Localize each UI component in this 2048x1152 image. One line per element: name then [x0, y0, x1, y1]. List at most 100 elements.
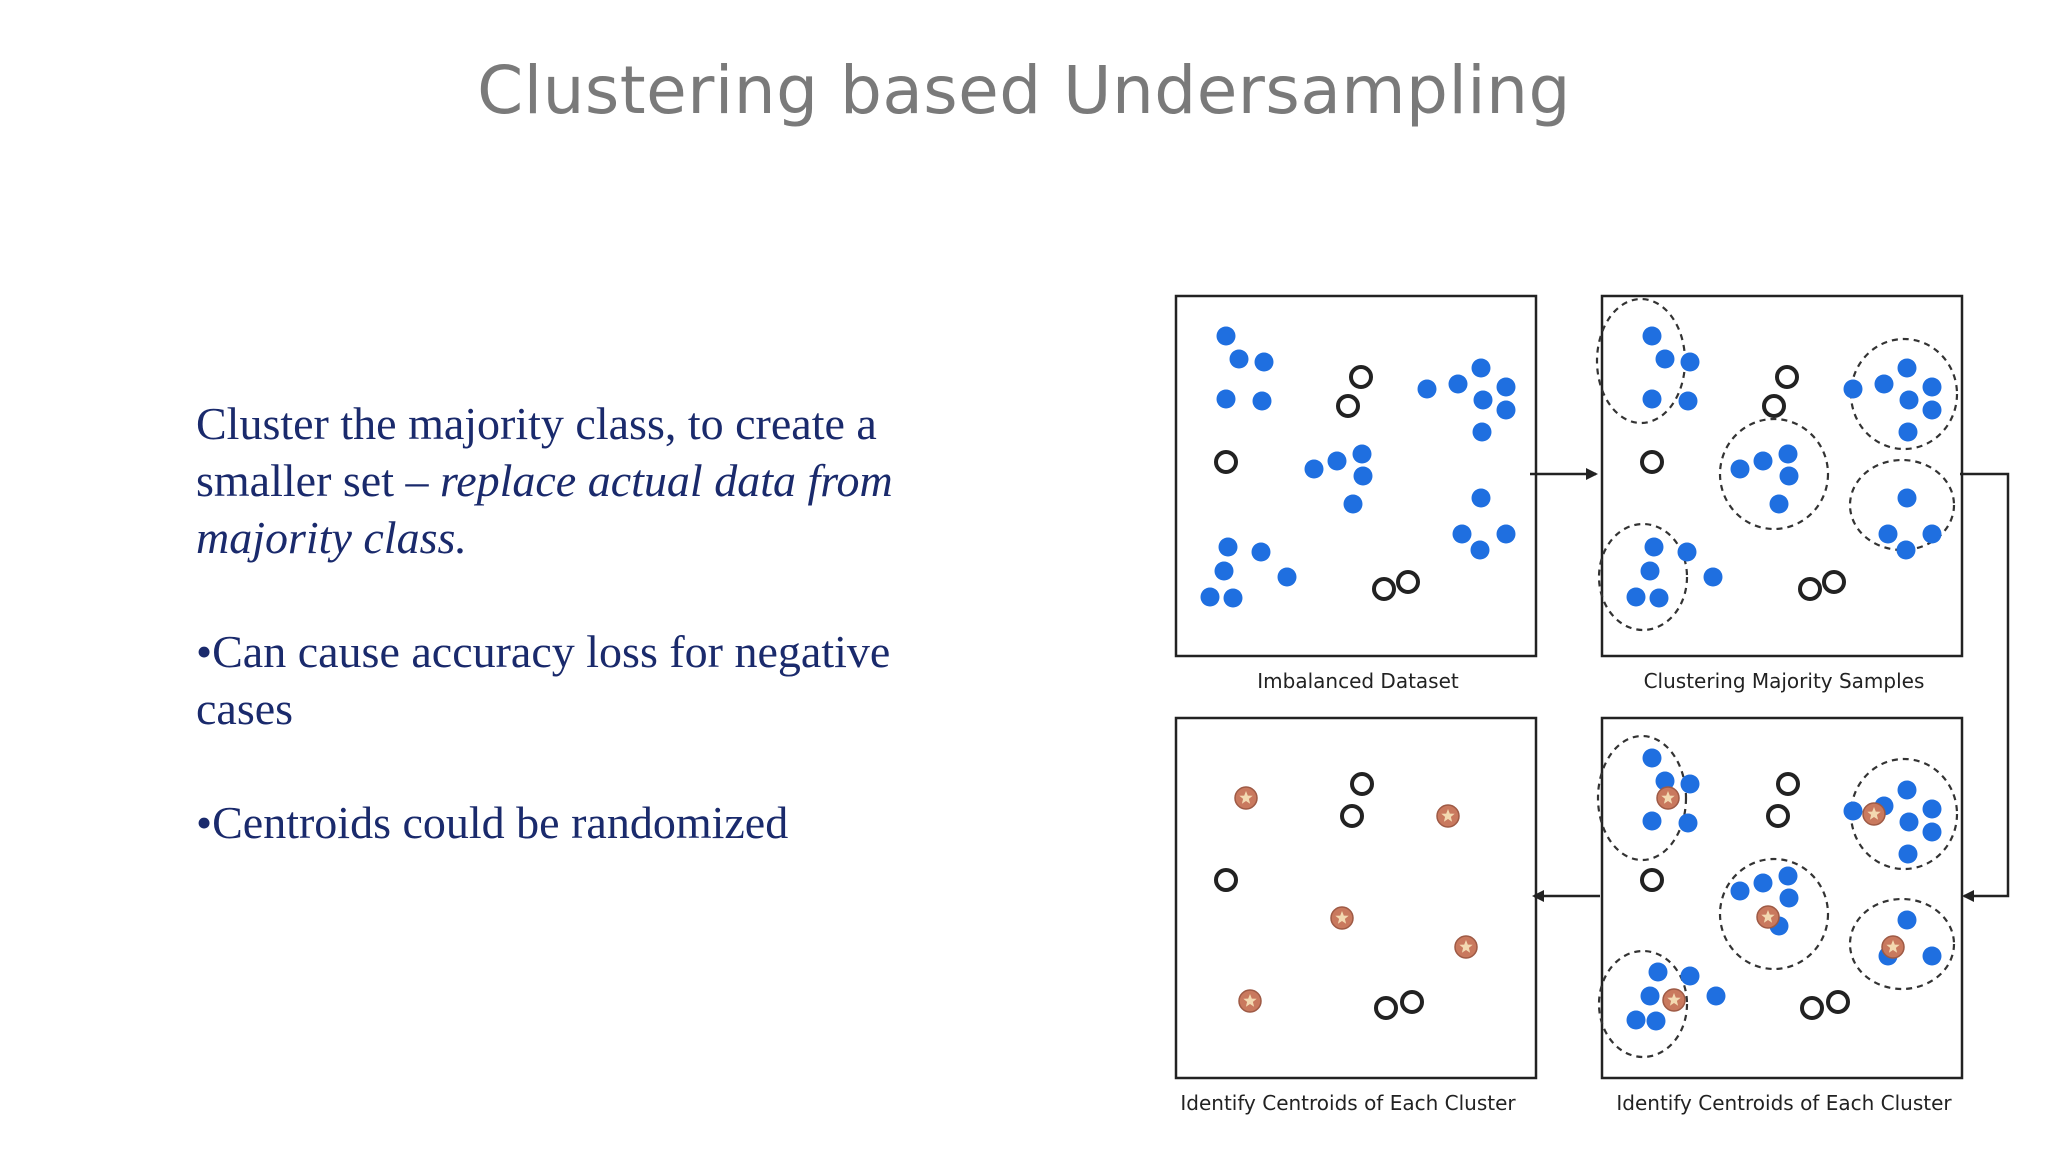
majority-sample-dot: [1471, 488, 1491, 508]
centroid-star-icon: [1238, 989, 1262, 1013]
majority-sample-dot: [1922, 946, 1942, 966]
majority-sample-dot: [1642, 389, 1662, 409]
description-italic: replace actual data from majority class.: [196, 455, 893, 563]
minority-sample-dot: [1374, 996, 1398, 1020]
majority-sample-dot: [1640, 561, 1660, 581]
minority-sample-dot: [1214, 868, 1238, 892]
arrow-panel2-to-panel4: [1960, 472, 2010, 902]
majority-sample-dot: [1252, 391, 1272, 411]
majority-sample-dot: [1626, 587, 1646, 607]
majority-sample-dot: [1496, 400, 1516, 420]
majority-sample-dot: [1216, 326, 1236, 346]
majority-sample-dot: [1473, 390, 1493, 410]
majority-sample-dot: [1874, 374, 1894, 394]
minority-sample-dot: [1776, 772, 1800, 796]
centroid-star-icon: [1330, 906, 1354, 930]
cluster-boundary: [1848, 897, 1956, 991]
majority-sample-dot: [1640, 986, 1660, 1006]
minority-sample-dot: [1400, 990, 1424, 1014]
minority-sample-dot: [1762, 394, 1786, 418]
majority-sample-dot: [1897, 780, 1917, 800]
majority-sample-dot: [1352, 444, 1372, 464]
centroid-star-icon: [1436, 804, 1460, 828]
majority-sample-dot: [1680, 774, 1700, 794]
bullet-centroids-randomized: •Centroids could be randomized: [196, 797, 789, 848]
centroid-star-icon: [1881, 935, 1905, 959]
majority-sample-dot: [1496, 524, 1516, 544]
majority-sample-dot: [1897, 358, 1917, 378]
description-paragraph: Cluster the majority class, to create a …: [196, 395, 956, 566]
majority-sample-dot: [1779, 888, 1799, 908]
majority-sample-dot: [1769, 494, 1789, 514]
majority-sample-dot: [1646, 1011, 1666, 1031]
caption-imbalanced-dataset: Imbalanced Dataset: [1257, 669, 1459, 693]
bullet-accuracy-loss: •Can cause accuracy loss for negative ca…: [196, 626, 891, 734]
majority-sample-dot: [1626, 1010, 1646, 1030]
panel-centroids-only-frame: [1174, 716, 1538, 1080]
majority-sample-dot: [1327, 451, 1347, 471]
cluster-boundary: [1848, 458, 1956, 552]
majority-sample-dot: [1343, 494, 1363, 514]
majority-sample-dot: [1216, 389, 1236, 409]
centroid-star-icon: [1756, 905, 1780, 929]
minority-sample-dot: [1372, 577, 1396, 601]
minority-sample-dot: [1800, 996, 1824, 1020]
majority-sample-dot: [1655, 349, 1675, 369]
majority-sample-dot: [1678, 391, 1698, 411]
centroid-star-icon: [1656, 786, 1680, 810]
majority-sample-dot: [1448, 374, 1468, 394]
majority-sample-dot: [1452, 524, 1472, 544]
slide-title: Clustering based Undersampling: [477, 52, 1571, 129]
majority-sample-dot: [1496, 377, 1516, 397]
majority-sample-dot: [1899, 390, 1919, 410]
minority-sample-dot: [1822, 570, 1846, 594]
majority-sample-dot: [1897, 910, 1917, 930]
caption-clustering-majority: Clustering Majority Samples: [1644, 669, 1925, 693]
majority-sample-dot: [1843, 801, 1863, 821]
centroid-star-icon: [1862, 802, 1886, 826]
majority-sample-dot: [1778, 444, 1798, 464]
minority-sample-dot: [1798, 577, 1822, 601]
majority-sample-dot: [1229, 349, 1249, 369]
centroid-star-icon: [1662, 988, 1686, 1012]
content-text: Cluster the majority class, to create a …: [196, 395, 956, 851]
majority-sample-dot: [1251, 542, 1271, 562]
majority-sample-dot: [1896, 540, 1916, 560]
centroid-star-icon: [1454, 935, 1478, 959]
majority-sample-dot: [1417, 379, 1437, 399]
majority-sample-dot: [1922, 822, 1942, 842]
majority-sample-dot: [1200, 587, 1220, 607]
minority-sample-dot: [1349, 365, 1373, 389]
minority-sample-dot: [1640, 868, 1664, 892]
majority-sample-dot: [1642, 811, 1662, 831]
majority-sample-dot: [1642, 748, 1662, 768]
minority-sample-dot: [1350, 772, 1374, 796]
minority-sample-dot: [1340, 804, 1364, 828]
minority-sample-dot: [1640, 450, 1664, 474]
majority-sample-dot: [1878, 524, 1898, 544]
minority-sample-dot: [1336, 394, 1360, 418]
centroid-star-icon: [1234, 786, 1258, 810]
majority-sample-dot: [1730, 459, 1750, 479]
panel-identify-centroids: [1596, 716, 1964, 1080]
majority-sample-dot: [1470, 540, 1490, 560]
majority-sample-dot: [1753, 873, 1773, 893]
cluster-boundary: [1597, 949, 1689, 1059]
majority-sample-dot: [1899, 812, 1919, 832]
majority-sample-dot: [1648, 962, 1668, 982]
majority-sample-dot: [1304, 459, 1324, 479]
majority-sample-dot: [1922, 524, 1942, 544]
cluster-boundary: [1596, 734, 1688, 862]
majority-sample-dot: [1254, 352, 1274, 372]
minority-sample-dot: [1775, 365, 1799, 389]
majority-sample-dot: [1471, 358, 1491, 378]
cluster-boundary: [1718, 417, 1830, 531]
panel-imbalanced-dataset: [1174, 294, 1538, 658]
majority-sample-dot: [1898, 422, 1918, 442]
panel-centroids-only: [1174, 716, 1538, 1080]
majority-sample-dot: [1897, 488, 1917, 508]
majority-sample-dot: [1898, 844, 1918, 864]
majority-sample-dot: [1680, 352, 1700, 372]
majority-sample-dot: [1472, 422, 1492, 442]
majority-sample-dot: [1703, 567, 1723, 587]
